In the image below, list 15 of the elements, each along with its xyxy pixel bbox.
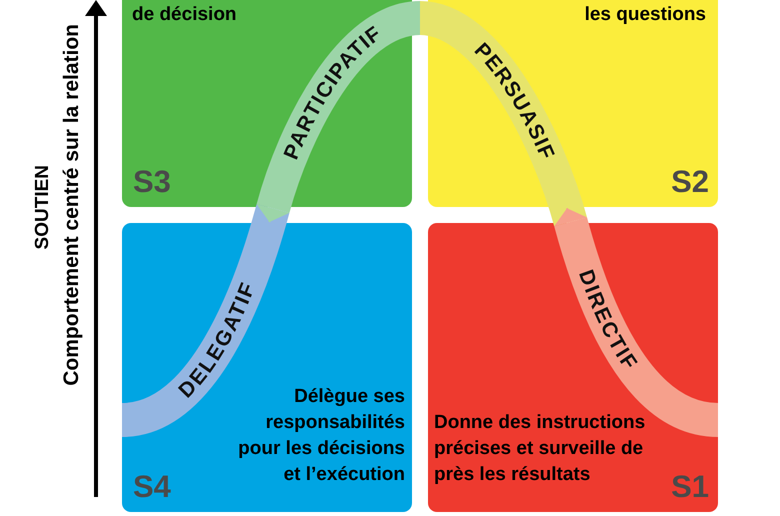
description-text: les questions bbox=[584, 3, 706, 27]
quadrant-panel bbox=[122, 223, 412, 512]
axis-label: Comportement centré sur la relation bbox=[60, 24, 83, 386]
axis-label: SOUTIEN bbox=[32, 165, 53, 250]
description-text: de décision bbox=[132, 3, 237, 27]
curved-band bbox=[418, 1, 587, 227]
description-text: Délègue ses responsabilités pour les décisions et l’exécution bbox=[238, 386, 405, 487]
arrow bbox=[554, 208, 588, 226]
quadrant-panel bbox=[428, 223, 718, 512]
quadrant-label: S1 bbox=[671, 471, 709, 503]
quadrant-label: S3 bbox=[133, 166, 171, 198]
quadrant-label: S4 bbox=[133, 471, 171, 503]
quadrant-label: S2 bbox=[671, 166, 709, 198]
description-text: Donne des instructions précises et surveille de près les résultats bbox=[434, 411, 646, 487]
arrow bbox=[256, 204, 290, 222]
